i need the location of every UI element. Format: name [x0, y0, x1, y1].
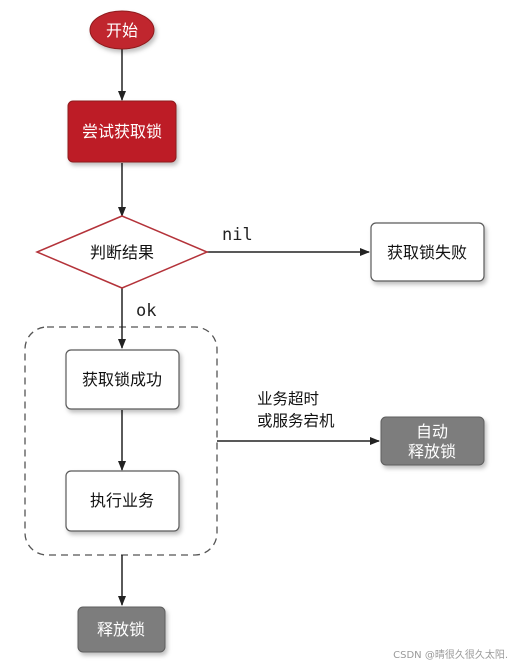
edge-label-ok: ok	[136, 301, 156, 321]
success-label: 获取锁成功	[82, 370, 162, 389]
try-lock-node: 尝试获取锁	[67, 100, 177, 163]
auto-release-label-line2: 释放锁	[408, 442, 456, 461]
csdn-watermark: CSDN @晴很久很久太阳.	[393, 648, 508, 661]
edge-label-timeout-line2: 或服务宕机	[257, 412, 335, 430]
execute-label: 执行业务	[90, 491, 154, 510]
edge-label-timeout-line1: 业务超时	[257, 390, 319, 408]
execute-node: 执行业务	[65, 470, 180, 532]
business-scope-dashed-frame	[24, 326, 218, 556]
fail-node: 获取锁失败	[370, 222, 485, 282]
start-label: 开始	[106, 21, 138, 40]
release-label: 释放锁	[97, 620, 145, 639]
decision-label: 判断结果	[90, 243, 154, 262]
edge-label-nil: nil	[222, 225, 253, 245]
success-node: 获取锁成功	[65, 349, 180, 410]
auto-release-node: 自动 释放锁	[380, 416, 485, 466]
fail-label: 获取锁失败	[387, 243, 467, 262]
start-node: 开始	[89, 10, 155, 50]
decision-node: 判断结果	[35, 215, 209, 289]
try-lock-label: 尝试获取锁	[82, 122, 162, 141]
auto-release-label-line1: 自动	[416, 422, 448, 441]
release-node: 释放锁	[77, 606, 166, 653]
